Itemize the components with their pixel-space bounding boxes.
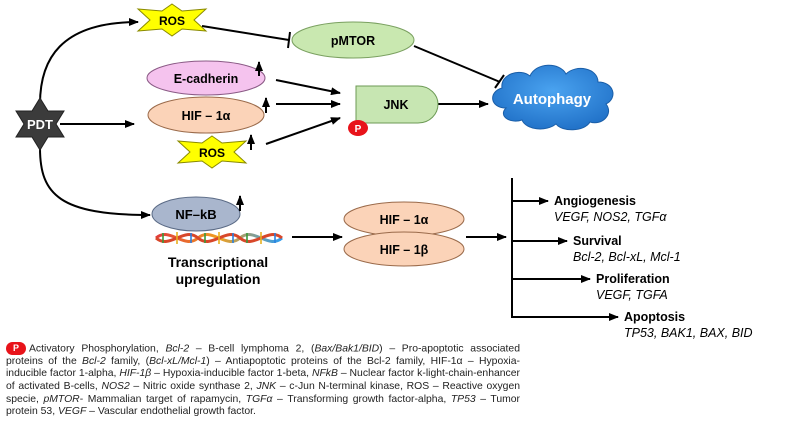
legend-term: pMTOR	[43, 393, 80, 405]
legend-term: Bcl-2	[165, 343, 190, 355]
outcome-genes: VEGF, TGFA	[596, 288, 668, 302]
legend-text: – Tumor protein 53,	[6, 393, 521, 418]
legend-text: – c-Jun N-terminal kinase, ROS – Reactiv…	[6, 381, 520, 405]
legend-term: HIF-1β	[119, 368, 152, 380]
legend-text: – Hypoxia-inducible factor 1-beta,	[151, 368, 312, 380]
legend-text: - Mammalian target of rapamycin,	[79, 393, 246, 405]
hif1b-low-label: HIF – 1β	[380, 243, 429, 257]
outcome-bracket	[511, 178, 619, 321]
pmtor-ellipse	[291, 21, 415, 59]
legend-term: Bax/Bak1/BID	[314, 343, 380, 355]
legend-term: TGFα	[245, 393, 273, 405]
arrow-pdt-to-ros-top	[39, 18, 139, 105]
ecadherin-label: E-cadherin	[174, 72, 239, 86]
hif1b-low-node: HIF – 1β	[343, 231, 465, 267]
legend-text: ) – Pro-apoptotic associated proteins of…	[6, 343, 520, 367]
pmtor-label: pMTOR	[331, 34, 375, 48]
phospho-badge-legend: P	[6, 342, 26, 355]
hif1a-low-node: HIF – 1α	[343, 201, 465, 237]
autophagy-label: Autophagy	[513, 91, 592, 108]
phospho-badge-jnk	[348, 120, 368, 136]
legend-text: – Nuclear factor k-light-chain-enhancer …	[6, 368, 520, 393]
hif1b-low-ellipse	[343, 231, 465, 267]
outcome-title: Apoptosis	[624, 310, 685, 324]
ecadherin-ellipse	[146, 60, 266, 96]
jnk-node: JNK P	[348, 85, 439, 136]
jnk-label: JNK	[383, 98, 408, 112]
outcome-genes: TP53, BAK1, BAX, BID	[624, 326, 753, 340]
dna-rungs	[162, 232, 276, 244]
ros-mid-star-shape	[176, 135, 248, 169]
connector-arrows	[39, 18, 507, 241]
jnk-shape	[355, 85, 439, 124]
ros-top-star-shape	[136, 3, 208, 37]
outcome-survival: Survival Bcl-2, Bcl-xL, Mcl-1	[573, 234, 681, 264]
autophagy-cloud-shape	[492, 64, 614, 131]
legend-term: TP53	[450, 393, 476, 405]
inhibit-bar-autophagy	[494, 74, 505, 89]
ros-mid-label: ROS	[199, 146, 225, 160]
legend-text: – Nitric oxide synthase 2,	[129, 381, 257, 393]
ros-top-node: ROS	[136, 3, 208, 37]
outcome-title: Angiogenesis	[554, 194, 636, 208]
hif1a-mid-label: HIF – 1α	[182, 109, 231, 123]
hif1a-mid-ellipse	[147, 96, 265, 134]
nfkb-label: NF–kB	[175, 207, 216, 222]
legend-term: NFkB	[311, 368, 338, 380]
phospho-badge-label: P	[355, 124, 362, 135]
pdt-star-shape	[15, 97, 65, 151]
legend-term: Bcl-2	[82, 355, 106, 367]
outcome-title: Survival	[573, 234, 622, 248]
outcome-proliferation: Proliferation VEGF, TGFA	[596, 272, 670, 302]
ecadherin-node: E-cadherin	[146, 60, 266, 96]
outcome-genes: VEGF, NOS2, TGFα	[554, 210, 667, 224]
legend-term: JNK	[256, 381, 277, 393]
arrow-ecadherin-to-jnk	[275, 79, 341, 96]
ros-mid-node: ROS	[176, 134, 255, 169]
arrow-ros-to-jnk	[265, 117, 341, 145]
legend-term: VEGF	[58, 406, 87, 418]
ros-top-label: ROS	[159, 14, 185, 28]
autophagy-node: Autophagy	[492, 64, 614, 131]
legend-term: Bcl-xL/Mcl-1	[149, 355, 207, 367]
dna-helix-icon	[155, 232, 283, 244]
legend-text: – B-cell lymphoma 2, (	[189, 343, 315, 355]
legend-text: – Vascular endothelial growth factor.	[86, 406, 256, 418]
outcome-apoptosis: Apoptosis TP53, BAK1, BAX, BID	[624, 310, 753, 340]
inhibit-ros-to-pmtor	[201, 25, 290, 41]
legend-text: Activatory Phosphorylation,	[29, 343, 166, 355]
outcome-angiogenesis: Angiogenesis VEGF, NOS2, TGFα	[554, 194, 667, 224]
hif1a-mid-node: HIF – 1α	[147, 96, 270, 134]
nfkb-node: NF–kB	[151, 195, 244, 232]
legend-text: – Transforming growth factor-alpha,	[272, 393, 451, 405]
inhibit-bar-pmtor	[287, 31, 291, 49]
nfkb-ellipse	[151, 196, 241, 232]
outcome-genes: Bcl-2, Bcl-xL, Mcl-1	[573, 250, 681, 264]
hif1a-low-label: HIF – 1α	[380, 213, 429, 227]
transcriptional-upregulation-line1: Transcriptional	[168, 254, 268, 270]
legend-text: ) – Antiapoptotic proteins of the Bcl-2 …	[6, 355, 520, 380]
legend-term: NOS2	[101, 381, 130, 393]
outcome-title: Proliferation	[596, 272, 670, 286]
arrow-pdt-to-nfkb	[39, 147, 151, 219]
legend-text: family, (	[105, 355, 150, 367]
inhibit-pmtor-to-autophagy	[413, 45, 501, 83]
pdt-node: PDT	[15, 97, 65, 151]
transcriptional-upregulation-line2: upregulation	[176, 271, 261, 287]
pmtor-node: pMTOR	[291, 21, 415, 59]
pdt-label: PDT	[27, 117, 53, 132]
